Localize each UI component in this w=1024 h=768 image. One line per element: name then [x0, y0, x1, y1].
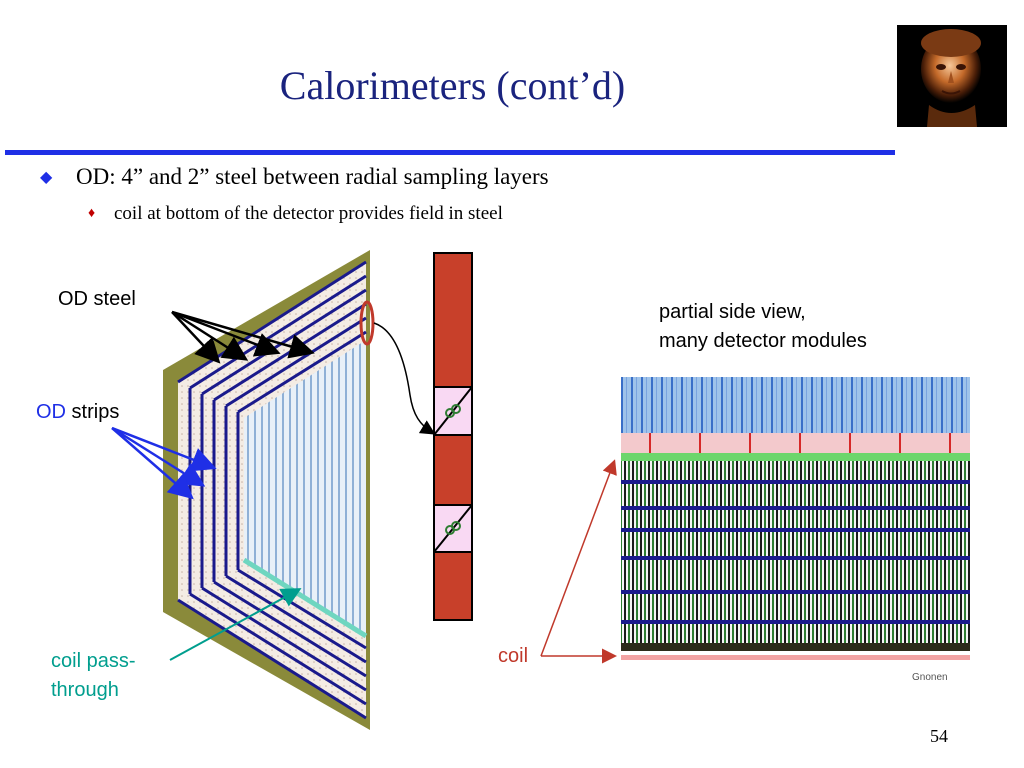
title-underline: [5, 150, 895, 155]
partial-view-label-line2: many detector modules: [659, 330, 867, 352]
partial-view-label-line1: partial side view,: [659, 301, 806, 323]
coil-arrows: [540, 459, 617, 664]
od-detector-sketch: [163, 250, 375, 730]
bullet-1-text: OD: 4” and 2” steel between radial sampl…: [76, 164, 549, 189]
od-strips-rest-text: strips: [66, 401, 120, 423]
coil-pass-through-arrow: [169, 588, 302, 661]
logo-image: [897, 25, 1007, 127]
image-corner-caption: Gnonen: [912, 672, 948, 683]
coil-pass-label-line1: coil pass-: [51, 650, 136, 672]
od-strips-label: OD strips: [36, 401, 119, 424]
coil-pass-label-line2: through: [51, 679, 119, 701]
coil-label: coil: [498, 645, 529, 667]
od-strips-od-text: OD: [36, 401, 66, 423]
bullet-1: ◆ OD: 4” and 2” steel between radial samp…: [40, 164, 549, 190]
diamond-bullet-icon: ◆: [40, 169, 53, 186]
page-title: Calorimeters (cont’d): [279, 63, 626, 108]
bullet-2: ♦ coil at bottom of the detector provides…: [88, 203, 503, 225]
bullet-2-text: coil at bottom of the detector provides …: [114, 203, 503, 224]
page-number: 54: [930, 726, 948, 746]
single-module-diagram: [373, 252, 473, 621]
partial-side-view-image: [621, 377, 970, 660]
od-strips-arrows: [111, 426, 217, 500]
diamond-sub-bullet-icon: ♦: [88, 206, 96, 221]
od-steel-label: OD steel: [58, 288, 136, 310]
od-steel-arrows: [171, 310, 315, 364]
